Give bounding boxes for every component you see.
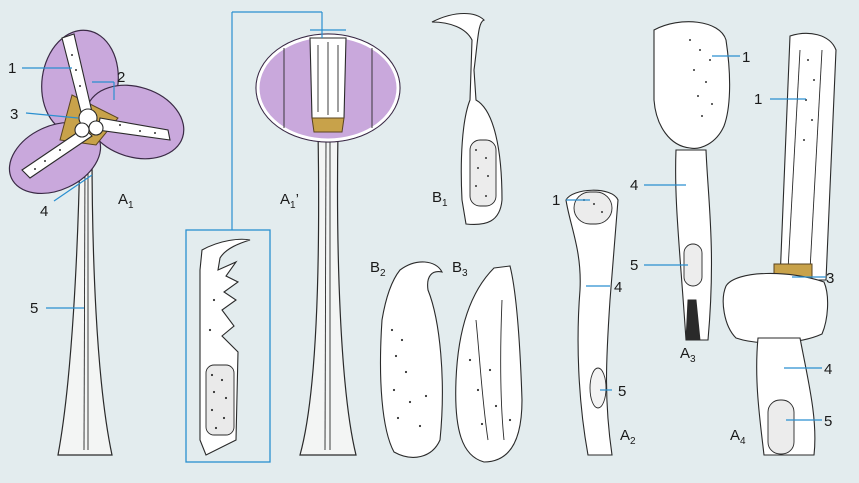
a1p-collar: [311, 117, 345, 133]
a1p-stalk: [299, 129, 357, 456]
a1-callout-4: 4: [40, 203, 48, 220]
a3-callout-1: 1: [742, 49, 750, 66]
figure-a2: [565, 189, 619, 456]
b3-valve: [455, 265, 523, 463]
zoom-box: [185, 229, 271, 463]
a2-stalk: [565, 189, 619, 456]
a3-callout-4: 4: [630, 177, 638, 194]
label-b3: B3: [452, 259, 468, 279]
figure-a3: [653, 21, 731, 341]
a3-callout-5: 5: [630, 257, 638, 274]
zoomed-jaw: [199, 238, 251, 456]
b2-valve: [379, 261, 443, 458]
figure-b1: [431, 12, 503, 225]
a1-callout-1: 1: [8, 60, 16, 77]
a4-callout-5: 5: [824, 413, 832, 430]
figure-a4: [722, 32, 837, 456]
a4-callouts: 1 3 4 5: [754, 91, 834, 430]
a3-head: [653, 21, 731, 149]
a2-callouts: 1 4 5: [552, 192, 626, 400]
figure-b3: [455, 265, 523, 463]
a2-callout-5: 5: [618, 383, 626, 400]
a1-callout-3: 3: [10, 106, 18, 123]
a4-base: [722, 272, 829, 344]
a1-callouts: 1 2 3 4 5: [8, 60, 125, 317]
a1-callout-2: 2: [117, 69, 125, 86]
a1-callout-5: 5: [30, 300, 38, 317]
label-b1: B1: [432, 189, 448, 209]
label-a4: A4: [730, 427, 746, 447]
a1-jaw-pores: [34, 54, 156, 170]
label-a1-prime: A1’: [280, 191, 299, 211]
a4-callout-3: 3: [826, 270, 834, 287]
label-a1: A1: [118, 191, 134, 211]
label-a2: A2: [620, 427, 636, 447]
zoom-connector: [185, 11, 346, 463]
a2-callout-1: 1: [552, 192, 560, 209]
figure-a1: [8, 29, 185, 456]
label-a3: A3: [680, 345, 696, 365]
a1-jaw-left: [21, 127, 93, 179]
figure-b2: [379, 261, 443, 458]
a3-callouts: 1 4 5: [630, 49, 750, 274]
a4-callout-4: 4: [824, 361, 832, 378]
a1-stalk: [57, 149, 113, 456]
a4-callout-1: 1: [754, 91, 762, 108]
a2-callout-4: 4: [614, 279, 622, 296]
a4-valves: [779, 32, 837, 281]
label-b2: B2: [370, 259, 386, 279]
figure-a1-prime: [255, 33, 401, 456]
